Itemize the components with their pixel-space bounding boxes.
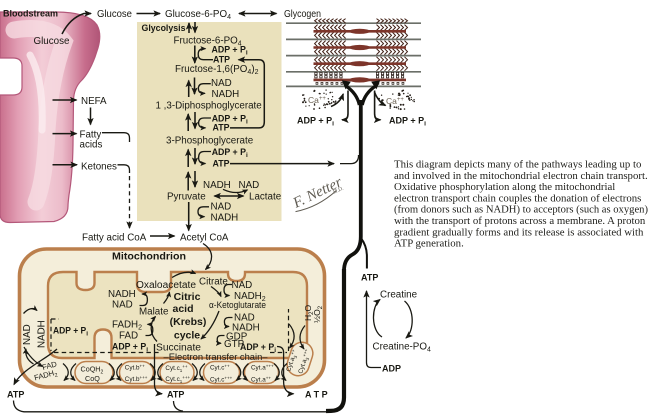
- svg-text:Cyt.c+++: Cyt.c+++: [210, 375, 233, 383]
- svg-text:CoQH2: CoQH2: [81, 365, 104, 376]
- svg-text:Cyt.c++: Cyt.c++: [210, 364, 230, 372]
- svg-text:FAD: FAD: [119, 331, 138, 342]
- svg-text:ADP + Pi: ADP + Pi: [112, 342, 148, 354]
- svg-text:FAD: FAD: [41, 359, 58, 372]
- svg-text:1 ,3-Diphosphoglycerate: 1 ,3-Diphosphoglycerate: [156, 101, 263, 112]
- svg-text:H2O: H2O: [303, 305, 315, 321]
- svg-text:NADH: NADH: [108, 289, 136, 300]
- svg-text:Oxidative phosphorylation alon: Oxidative phosphorylation along the mito…: [394, 181, 615, 193]
- svg-text:Malate: Malate: [139, 307, 169, 318]
- svg-text:ADP: ADP: [382, 364, 401, 374]
- svg-text:NAD: NAD: [22, 324, 33, 345]
- svg-text:NADH2: NADH2: [234, 291, 266, 303]
- svg-text:Cyt.a+++: Cyt.a+++: [251, 364, 274, 372]
- svg-text:NAD: NAD: [234, 313, 255, 324]
- svg-text:Oxaloacetate: Oxaloacetate: [136, 280, 197, 291]
- svg-text:ATP: ATP: [213, 123, 230, 133]
- svg-text:NEFA: NEFA: [81, 96, 107, 107]
- svg-text:ATP: ATP: [213, 159, 230, 169]
- svg-text:Ca++: Ca++: [308, 95, 326, 105]
- svg-text:Ketones: Ketones: [81, 162, 117, 173]
- svg-text:ATP: ATP: [167, 390, 184, 400]
- svg-text:ADP + Pi: ADP + Pi: [53, 326, 88, 338]
- svg-text:CoQ: CoQ: [85, 374, 100, 383]
- svg-text:Cyt.c1+++: Cyt.c1+++: [165, 375, 190, 384]
- svg-text:ADP + Pi: ADP + Pi: [212, 147, 248, 159]
- svg-text:Creatine: Creatine: [380, 290, 418, 301]
- svg-text:Fructose-6-PO4: Fructose-6-PO4: [174, 36, 242, 48]
- svg-text:ADP + Pi: ADP + Pi: [389, 116, 426, 128]
- svg-text:ATP: ATP: [361, 273, 378, 283]
- svg-text:Mitochondrion: Mitochondrion: [112, 252, 186, 263]
- svg-text:–Electron transfer chain–: –Electron transfer chain–: [164, 352, 269, 363]
- svg-text:Citric: Citric: [174, 291, 201, 303]
- svg-text:Lactate: Lactate: [249, 191, 282, 202]
- svg-text:Cyt.b++: Cyt.b++: [125, 363, 145, 371]
- svg-text:Acetyl CoA: Acetyl CoA: [180, 233, 229, 244]
- svg-text:acid: acid: [172, 303, 193, 315]
- svg-text:ADP + Pi: ADP + Pi: [212, 45, 248, 57]
- svg-text:ADP + Pi: ADP + Pi: [212, 113, 248, 125]
- svg-text:and involved in the mitochondr: and involved in the mitochondrial electr…: [394, 170, 648, 182]
- svg-text:Bloodstream: Bloodstream: [3, 9, 58, 20]
- svg-text:Glycolysis: Glycolysis: [142, 23, 186, 34]
- svg-text:electron transport chain coupl: electron transport chain couples the don…: [394, 192, 641, 204]
- svg-text:NAD: NAD: [211, 78, 232, 89]
- svg-text:NAD: NAD: [112, 300, 133, 311]
- svg-text:Pyruvate: Pyruvate: [167, 191, 206, 202]
- svg-text:3-Phosphoglycerate: 3-Phosphoglycerate: [166, 136, 254, 147]
- svg-text:This diagram depicts many of t: This diagram depicts many of the pathway…: [394, 159, 641, 171]
- svg-text:ATP: ATP: [213, 55, 230, 65]
- svg-text:NAD: NAD: [239, 180, 260, 191]
- svg-text:Glycogen: Glycogen: [284, 9, 321, 20]
- svg-text:NAD: NAD: [232, 280, 253, 291]
- svg-text:NAD: NAD: [211, 202, 232, 213]
- svg-text:NADH: NADH: [37, 320, 48, 348]
- svg-text:Glucose: Glucose: [97, 9, 133, 20]
- svg-text:M.D.: M.D.: [331, 186, 345, 197]
- svg-text:ADP + Pi: ADP + Pi: [240, 342, 276, 354]
- svg-text:NADH: NADH: [232, 323, 260, 334]
- svg-text:ATP generation.: ATP generation.: [394, 238, 464, 250]
- svg-text:Succinate: Succinate: [156, 343, 202, 354]
- svg-text:FADH2: FADH2: [112, 320, 142, 332]
- svg-text:Fatty acid CoA: Fatty acid CoA: [82, 233, 147, 244]
- svg-text:GDP: GDP: [226, 332, 248, 343]
- svg-text:Glucose: Glucose: [34, 36, 70, 47]
- svg-text:Cyt.a++: Cyt.a++: [251, 375, 271, 383]
- svg-text:Fatty: Fatty: [80, 130, 102, 141]
- svg-text:with the transport of protons: with the transport of protons across a m…: [394, 215, 646, 227]
- svg-text:ATP: ATP: [7, 390, 24, 400]
- svg-text:Ca++: Ca++: [386, 96, 404, 106]
- svg-text:NADH: NADH: [211, 213, 239, 224]
- svg-text:½O2: ½O2: [312, 305, 324, 323]
- svg-text:NADH: NADH: [203, 180, 231, 191]
- svg-text:A T P: A T P: [305, 390, 328, 400]
- svg-text:NADH: NADH: [212, 89, 240, 100]
- svg-text:GTP: GTP: [224, 339, 245, 350]
- svg-text:Creatine-PO4: Creatine-PO4: [373, 342, 431, 354]
- svg-text:Cyt.b+++: Cyt.b+++: [125, 375, 148, 383]
- svg-text:ADP + Pi: ADP + Pi: [297, 116, 334, 128]
- svg-text:Glucose-6-PO4: Glucose-6-PO4: [165, 9, 231, 21]
- svg-text:acids: acids: [80, 140, 103, 151]
- svg-text:(from donors such as NADH) to: (from donors such as NADH) to acceptors …: [394, 204, 648, 216]
- svg-text:gradient gradually forms and i: gradient gradually forms and its release…: [394, 226, 644, 238]
- svg-text:Fructose-1,6(PO4)2: Fructose-1,6(PO4)2: [175, 64, 259, 76]
- svg-text:cycle: cycle: [174, 330, 200, 342]
- svg-text:Citrate: Citrate: [199, 277, 228, 288]
- svg-text:(Krebs): (Krebs): [170, 316, 207, 328]
- svg-text:Cyt.c1++: Cyt.c1++: [165, 364, 187, 373]
- svg-text:α-Ketoglutarate: α-Ketoglutarate: [209, 300, 266, 310]
